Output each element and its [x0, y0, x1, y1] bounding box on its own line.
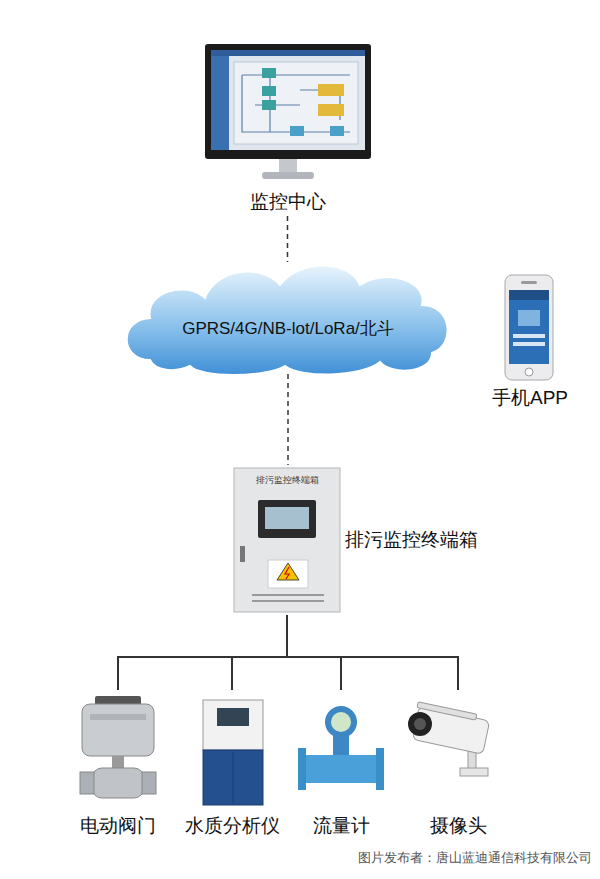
phone-screen [509, 290, 549, 364]
cabinet-icon [234, 468, 340, 612]
cabinet-panel [258, 500, 316, 538]
actuator-rib [90, 714, 146, 720]
node-label: 电动阀门 [80, 815, 156, 838]
warning-plate [268, 560, 308, 588]
connector [287, 374, 289, 465]
screen-icon [318, 104, 344, 116]
monitor-node: 监控中心 [200, 40, 375, 216]
phone-body [505, 275, 553, 380]
cabinet-title: 排污监控终端箱 [256, 475, 319, 486]
cabinet-display [265, 507, 309, 529]
device-node: 摄像头 [403, 690, 513, 838]
device-node: 水质分析仪 [177, 690, 287, 838]
device-node: 电动阀门 [63, 690, 173, 838]
monitor-icon [205, 44, 371, 179]
screen-sidebar [211, 56, 229, 150]
screen-pipes [242, 75, 350, 132]
cloud-node: GPRS/4G/NB-lot/LoRa/北斗 [128, 262, 448, 374]
connector [118, 615, 287, 690]
flow-flange [376, 748, 384, 790]
screen-icon [262, 86, 276, 96]
warning-bolt [285, 567, 289, 579]
screen-icon [262, 100, 276, 110]
phone-button [525, 368, 533, 376]
flowmeter-icon [298, 706, 384, 790]
node-label: GPRS/4G/NB-lot/LoRa/北斗 [182, 319, 394, 339]
cabinet-handle [240, 546, 245, 562]
screen-icon [290, 126, 304, 136]
connector [287, 615, 341, 690]
valve-end [142, 772, 156, 794]
phone-header [509, 290, 549, 300]
valve-body [92, 768, 144, 798]
node-label: 排污监控终端箱 [345, 529, 478, 552]
camera-icon [408, 702, 491, 776]
flow-pipe [300, 755, 382, 783]
cabinet-plate-text [252, 600, 324, 602]
monitor-neck [279, 159, 297, 173]
phone-field [513, 342, 545, 346]
warning-triangle [277, 563, 299, 580]
screen-titlebar [211, 50, 365, 56]
monitor-bezel [205, 44, 371, 159]
node-label: 流量计 [313, 815, 370, 838]
node-label: 手机APP [492, 387, 568, 410]
connector [232, 615, 287, 690]
connector [287, 216, 289, 262]
node-label: 摄像头 [430, 815, 487, 838]
screen-icon [262, 68, 276, 78]
flow-head [325, 706, 357, 738]
node-label: 水质分析仪 [185, 815, 280, 838]
analyzer-icon [203, 700, 263, 805]
phone-icon [505, 275, 553, 380]
camera-mount [460, 768, 488, 776]
analyzer-top [203, 700, 263, 750]
node-label: 监控中心 [250, 191, 326, 214]
phone-field [513, 334, 545, 338]
cabinet-node: 排污监控终端箱 [230, 465, 522, 615]
analyzer-base [203, 750, 263, 805]
camera-lens [408, 712, 432, 736]
analyzer-display [217, 708, 249, 726]
device-node: 流量计 [286, 690, 396, 838]
network-cloud [127, 265, 448, 375]
phone-speaker [521, 281, 537, 284]
valve-icon [80, 696, 156, 798]
phone-app-graphic [518, 310, 540, 326]
valve-end [80, 772, 94, 794]
flow-display [331, 712, 351, 732]
camera-lens-inner [414, 718, 426, 730]
cabinet-plate-text [252, 594, 324, 596]
screen-icon [318, 84, 344, 96]
flow-flange [298, 748, 306, 790]
screen-icon [330, 126, 344, 136]
connector [287, 615, 458, 690]
screen-panel [234, 62, 358, 144]
monitor-base [262, 172, 314, 179]
analyzer-door-line [233, 752, 234, 803]
watermark: 图片发布者：唐山蓝迪通信科技有限公司 [358, 850, 592, 866]
actuator-body [82, 704, 154, 756]
phone-node: 手机APP [478, 272, 582, 412]
monitor-screen [211, 50, 365, 150]
cabinet-body [234, 468, 340, 612]
